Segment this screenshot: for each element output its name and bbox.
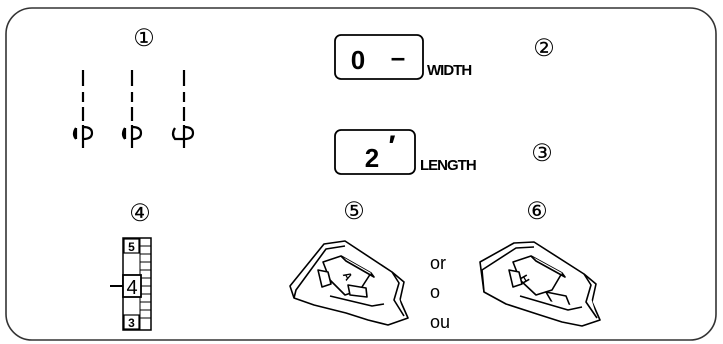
length-value: 2 [365,143,379,173]
or-english: or [430,253,446,273]
zigzag-foot-a-drawing [289,240,409,326]
callout-2: ② [533,35,555,62]
width-dash: – [391,42,405,72]
width-display-box [334,34,424,80]
callout-3: ③ [531,140,553,167]
or-spanish: o [430,282,440,302]
callout-1: ① [133,25,155,52]
tension-lower-value: 3 [128,316,135,330]
width-value: 0 [351,45,365,75]
callout-4: ④ [129,200,151,227]
tension-dial [122,237,152,331]
diagram-frame [5,7,717,341]
width-label: WIDTH [427,62,471,79]
tension-current-value: 4 [126,277,137,299]
callout-6: ⑥ [526,198,548,225]
callout-5: ⑤ [343,198,365,225]
stitch-center-needle [121,70,143,148]
or-french: ou [430,312,450,332]
zigzag-foot-h-drawing [479,241,601,327]
length-mark: ′ [388,130,395,163]
stitch-left-needle [72,70,94,148]
length-display-box [334,129,416,175]
length-label: LENGTH [420,157,476,174]
stitch-right-needle [171,70,195,148]
tension-upper-value: 5 [128,240,135,254]
